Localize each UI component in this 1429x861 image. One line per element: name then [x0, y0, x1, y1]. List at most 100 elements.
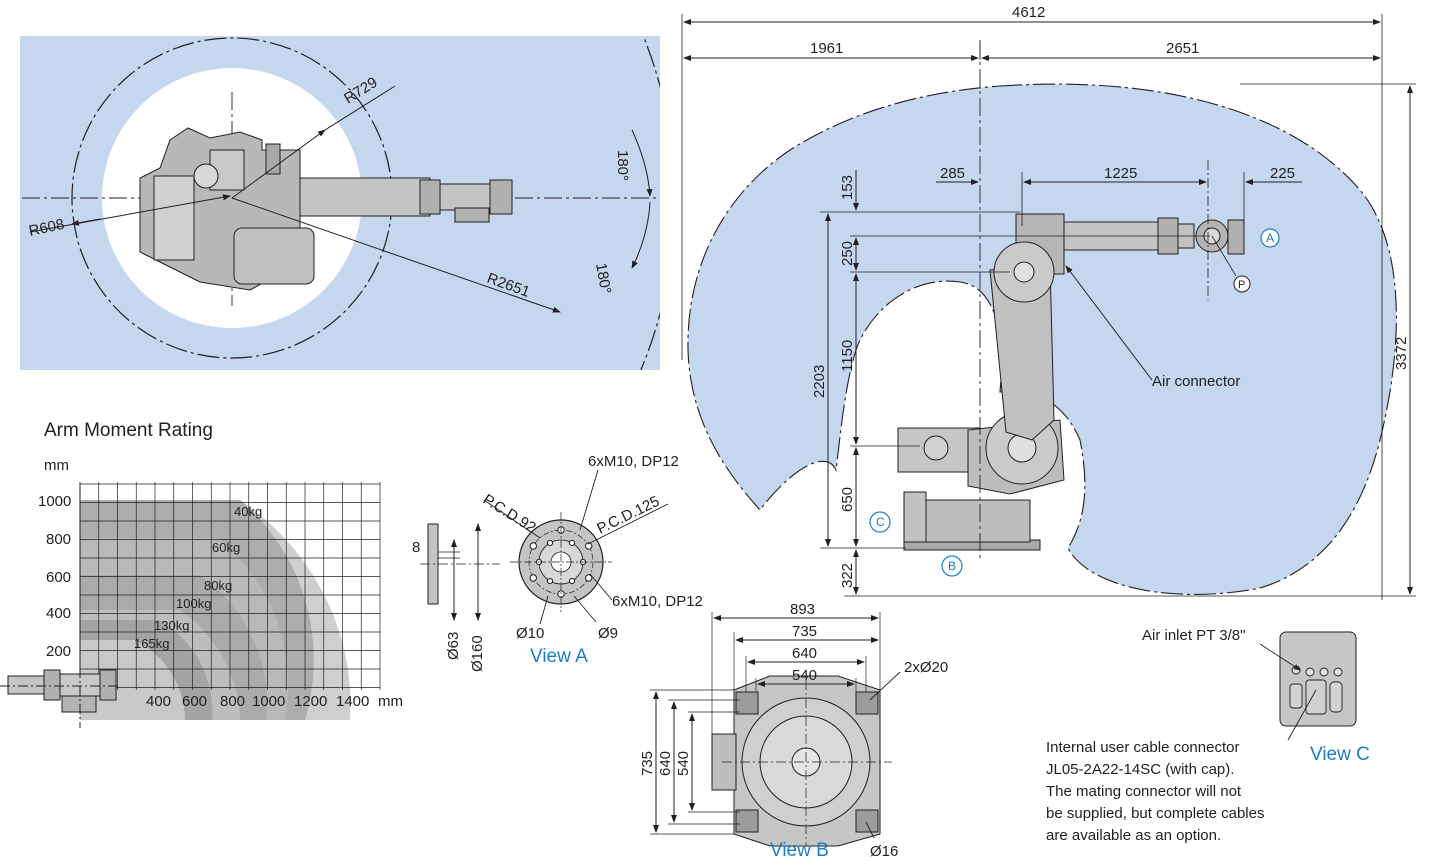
dim-225: 225: [1270, 165, 1295, 182]
angle-lower-label: 180°: [592, 262, 614, 296]
dim-322: 322: [839, 563, 856, 588]
top-view: R729 R608 R2651 180° 180°: [20, 36, 660, 370]
dim-250: 250: [839, 241, 856, 266]
pcd125-leader: [587, 503, 669, 545]
view-b: 893 735 640 540 735 640 540 2xØ20 Ø16 Vi…: [639, 601, 948, 861]
marker-b-circle: [941, 555, 963, 577]
view-b-h-735: 735: [639, 751, 656, 776]
dim-1225: 1225: [1104, 165, 1137, 182]
air-connector-label: Air connector: [1152, 373, 1240, 390]
marker-b: B: [948, 559, 956, 573]
view-a-inner-hole: [546, 539, 554, 547]
band-100kg: 100kg: [176, 596, 211, 611]
marker-p-leader: [1211, 235, 1237, 277]
moment-bands: [80, 500, 351, 720]
vb-dia16-leader: [865, 821, 875, 839]
view-a-caption: View A: [530, 646, 588, 667]
y-tick-600: 600: [46, 569, 71, 586]
view-b-caption: View B: [770, 840, 829, 861]
y-tick-400: 400: [46, 605, 71, 622]
view-a-dim-8: 8: [412, 539, 420, 556]
thread-bottom-leader: [589, 573, 613, 601]
band-80kg: 80kg: [204, 578, 232, 593]
dia9-leader: [573, 595, 597, 623]
angle-upper-label: 180°: [614, 150, 631, 181]
view-a-bolt-hole: [585, 574, 593, 582]
dim-1961: 1961: [810, 40, 843, 57]
view-a-inner-hole: [568, 577, 576, 585]
air-connector-leader: [1065, 265, 1153, 381]
view-a-bolt-hole: [529, 574, 537, 582]
view-a-pcd-125: P.C.D.125: [594, 493, 662, 538]
marker-p-circle: [1233, 275, 1251, 293]
top-robot-body: [139, 127, 513, 291]
view-a-bolt-hole: [585, 542, 593, 550]
moment-y-unit: mm: [44, 457, 69, 474]
x-tick-600: 600: [182, 693, 207, 710]
view-a-dia-160: Ø160: [469, 635, 486, 672]
view-b-w-893: 893: [790, 601, 815, 618]
view-a-dia-10: Ø10: [516, 625, 544, 642]
view-c-note-4: be supplied, but complete cables: [1046, 805, 1264, 822]
band-130kg: 130kg: [154, 618, 189, 633]
view-a: 8 Ø63 Ø160 6xM10, DP12 P.C.D.92 P.C.D.12…: [412, 453, 703, 672]
x-tick-400: 400: [146, 693, 171, 710]
r608-arrow-out: [71, 218, 101, 226]
marker-c: C: [876, 515, 885, 529]
view-c-air-inlet: Air inlet PT 3/8": [1142, 627, 1245, 644]
view-a-inner-hole: [546, 577, 554, 585]
angle-arc-lower: [631, 201, 651, 269]
marker-a-circle: [1260, 228, 1280, 248]
view-a-bolt-hole: [529, 542, 537, 550]
angle-arc-upper: [631, 129, 653, 197]
view-a-dia-63: Ø63: [445, 632, 462, 660]
view-b-w-735: 735: [792, 623, 817, 640]
moment-x-unit: mm: [378, 693, 403, 710]
moment-chart: Arm Moment Rating mm 1000 800 600 400 20…: [0, 420, 403, 728]
dim-650: 650: [839, 487, 856, 512]
r729-leader-ext: [324, 85, 396, 131]
thread-top-leader: [579, 469, 599, 531]
view-c-caption: View C: [1310, 744, 1370, 765]
dia10-leader: [539, 595, 549, 625]
view-b-holes: 2xØ20: [904, 659, 948, 676]
r729-leader: [231, 129, 326, 199]
dim-2651: 2651: [1166, 40, 1199, 57]
view-c-note-1: Internal user cable connector: [1046, 739, 1239, 756]
marker-c-circle: [869, 511, 891, 533]
dim-3372: 3372: [1393, 337, 1410, 370]
moment-grid: [79, 482, 381, 690]
view-a-dia-9: Ø9: [598, 625, 618, 642]
dim-4612: 4612: [1012, 4, 1045, 21]
view-a-inner-hole: [568, 539, 576, 547]
dim-2203: 2203: [811, 365, 828, 398]
air-inlet-leader: [1259, 643, 1301, 671]
band-165kg: 165kg: [134, 636, 169, 651]
pcd92-leader: [483, 499, 541, 539]
view-c-note-2: JL05-2A22-14SC (with cap).: [1046, 761, 1234, 778]
dim-153: 153: [839, 175, 856, 200]
view-c-note-3: The mating connector will not: [1046, 783, 1242, 800]
moment-flange-sketch: [0, 668, 120, 728]
y-tick-200: 200: [46, 643, 71, 660]
view-b-base: [711, 675, 881, 847]
x-tick-1200: 1200: [294, 693, 327, 710]
moment-chart-title: Arm Moment Rating: [44, 420, 213, 441]
view-b-h-640: 640: [657, 751, 674, 776]
view-b-h-540: 540: [675, 751, 692, 776]
r608-leader: [29, 194, 231, 233]
x-tick-1000: 1000: [252, 693, 285, 710]
dim-1150: 1150: [839, 340, 856, 372]
view-b-w-540: 540: [792, 667, 817, 684]
x-tick-800: 800: [220, 693, 245, 710]
view-a-thread-bottom: 6xM10, DP12: [612, 593, 703, 610]
marker-a: A: [1266, 231, 1274, 245]
view-b-dia-16: Ø16: [870, 843, 898, 860]
x-tick-1400: 1400: [336, 693, 369, 710]
vb-holes-leader: [869, 671, 901, 701]
marker-p: P: [1238, 279, 1245, 291]
band-40kg: 40kg: [234, 504, 262, 519]
view-b-w-640: 640: [792, 645, 817, 662]
view-a-pcd-92: P.C.D.92: [480, 491, 539, 537]
